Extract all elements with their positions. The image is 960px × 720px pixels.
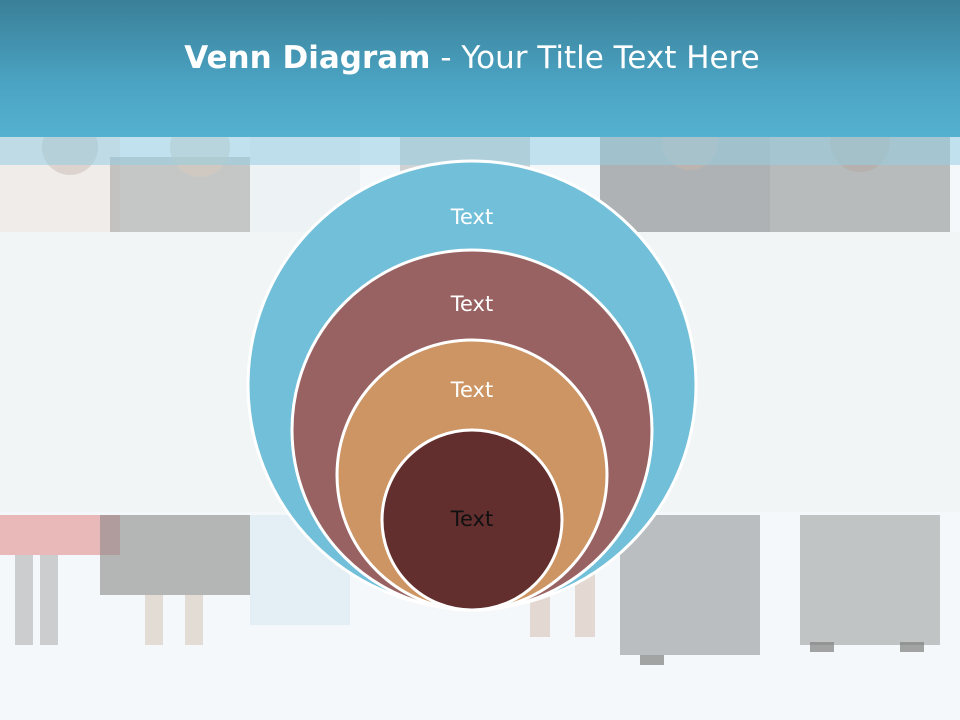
third-circle-label: Text [450, 378, 493, 402]
inner-circle [380, 428, 564, 612]
outer-circle-label: Text [450, 205, 493, 229]
slide-title-rest: - Your Title Text Here [430, 40, 760, 76]
inner-circle-label: Text [450, 507, 493, 531]
second-circle-label: Text [450, 292, 493, 316]
slide-title: Venn Diagram - Your Title Text Here [0, 40, 944, 76]
slide-title-bold: Venn Diagram [184, 40, 431, 76]
title-bar [0, 0, 960, 137]
